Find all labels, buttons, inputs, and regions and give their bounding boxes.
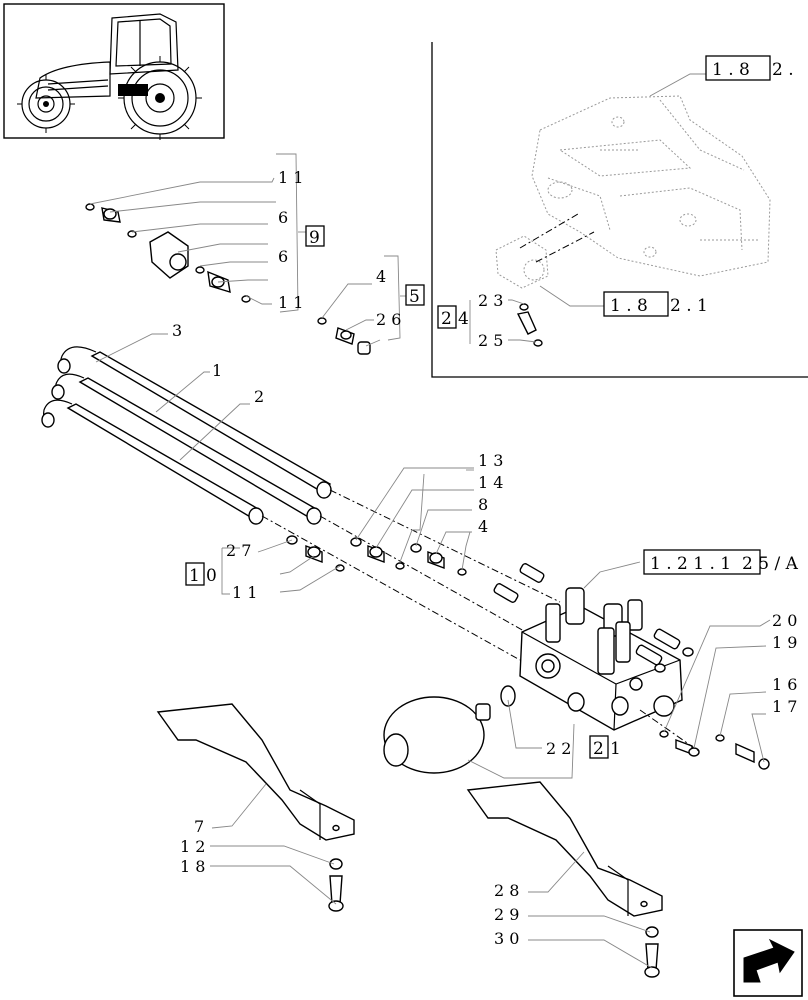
callout-11c: 1 1: [232, 583, 257, 602]
callout-28: 2 8: [494, 881, 519, 900]
callout-20: 2 0: [772, 611, 797, 630]
transmission-housing-ghost: [495, 95, 771, 289]
hose-1: [51, 373, 322, 525]
hose-fittings: [286, 535, 467, 576]
callout-labels: 1 1 6 6 1 1 4 2 6 3 1 2 1 3 1 4 8 4 2 7 …: [172, 168, 797, 948]
callout-6a: 6: [278, 208, 288, 227]
callout-26: 2 6: [376, 310, 401, 329]
ref-1-82-box[interactable]: 1 . 8: [712, 60, 750, 80]
group-box-21: 2: [593, 739, 604, 759]
callout-29: 2 9: [494, 905, 519, 924]
callout-13: 1 3: [478, 451, 503, 470]
reference-labels[interactable]: 1 . 8 2 . 1 . 8 2 . 1 1 . 2 1 . 1 2 5 / …: [603, 55, 799, 575]
group-box-24-rest: 4: [458, 309, 469, 329]
bracket-28: [466, 781, 663, 917]
callout-4b: 4: [478, 517, 488, 536]
callout-18: 1 8: [180, 857, 205, 876]
callout-11b: 1 1: [278, 293, 303, 312]
fitting-group-5: [317, 317, 371, 355]
right-fittings: [659, 730, 770, 770]
callout-17: 1 7: [772, 697, 797, 716]
callout-16: 1 6: [772, 675, 797, 694]
hose-2: [41, 399, 264, 525]
next-page-arrow-icon[interactable]: [733, 929, 803, 997]
bracket-7: [156, 703, 355, 841]
leader-lines: [89, 73, 771, 969]
tractor-thumbnail: [3, 3, 225, 140]
callout-7: 7: [194, 817, 204, 836]
inset-frame: [431, 42, 808, 378]
callout-3: 3: [172, 321, 182, 340]
group-box-24: 2: [441, 309, 452, 329]
callout-6b: 6: [278, 247, 288, 266]
callout-14: 1 4: [478, 473, 503, 492]
inset-fitting: [516, 303, 543, 347]
bolt-washers: [328, 858, 660, 978]
callout-22: 2 2: [546, 739, 571, 758]
group-box-9: 9: [309, 228, 320, 248]
group-box-5: 5: [409, 287, 420, 307]
ref-1-82-1-rest: 2 . 1: [670, 296, 708, 316]
ref-1-82-rest: 2 .: [772, 60, 794, 80]
fitting-chain-9: [85, 203, 251, 303]
callout-30: 3 0: [494, 929, 519, 948]
callout-27: 2 7: [226, 541, 251, 560]
accumulator: [383, 685, 516, 774]
callout-1: 1: [212, 361, 222, 380]
callout-8: 8: [478, 495, 488, 514]
control-valve-block: [493, 563, 694, 731]
callout-4a: 4: [376, 267, 386, 286]
callout-25: 2 5: [478, 331, 503, 350]
callout-23: 2 3: [478, 291, 503, 310]
hose-3: [57, 346, 332, 499]
ref-1-21-125-box[interactable]: 1 . 2 1 . 1: [650, 554, 731, 574]
ref-1-82-1-box[interactable]: 1 . 8: [610, 296, 648, 316]
group-box-10-rest: 0: [206, 566, 217, 586]
boxed-labels: 9 5 2 4 1 0 2 1: [185, 225, 621, 759]
ref-1-21-125-rest: 2 5 / A: [742, 554, 799, 574]
group-box-21-rest: 1: [610, 739, 621, 759]
callout-12: 1 2: [180, 837, 205, 856]
group-box-10: 1: [189, 566, 200, 586]
callout-11a: 1 1: [278, 168, 303, 187]
callout-2: 2: [254, 387, 264, 406]
callout-19: 1 9: [772, 633, 797, 652]
